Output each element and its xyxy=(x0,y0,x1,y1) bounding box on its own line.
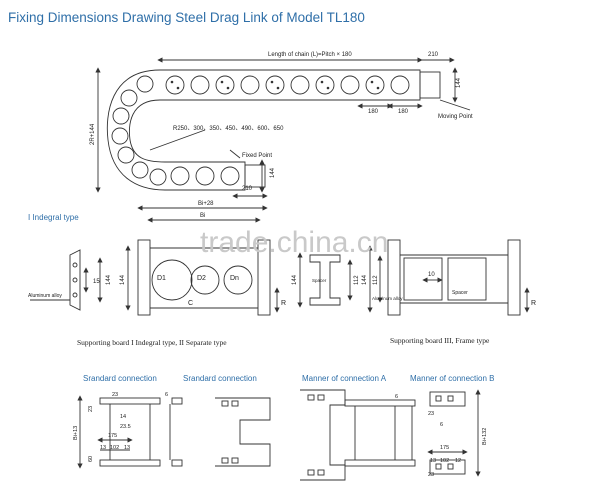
lower-links xyxy=(170,166,240,186)
type3-r: R xyxy=(531,300,536,307)
heading-standard-2: Srandard connection xyxy=(183,374,257,383)
dim-210-bottom: 210 xyxy=(242,186,253,192)
upper-links xyxy=(165,75,410,95)
type1-dim-15: 15 xyxy=(93,279,100,285)
page-title: Fixing Dimensions Drawing Steel Drag Lin… xyxy=(8,10,365,25)
type2-d1: D1 xyxy=(157,275,166,282)
type1-heading: I Indegral type xyxy=(28,213,79,222)
dim-13b: 13 xyxy=(124,445,130,451)
dim-60: 60 xyxy=(88,456,94,462)
dim-102: 102 xyxy=(110,445,119,451)
type1-aluminum-label: Aluminum alloy xyxy=(28,293,62,299)
type1-diagram: I Indegral type 15 144 Aluminum alloy xyxy=(28,213,112,311)
type2b-dim-112: 112 xyxy=(354,275,360,285)
caption-right: Supporting board III, Frame type xyxy=(390,336,490,345)
dim-180-b: 180 xyxy=(398,109,409,115)
dim-bi13: Bi+13 xyxy=(73,426,79,440)
fixed-point-label: Fixed Point xyxy=(242,153,272,159)
type2-c: C xyxy=(188,300,193,307)
dim-175: 175 xyxy=(108,433,117,439)
type2b-diagram: 144 112 Spacer xyxy=(292,252,360,308)
type2-d2: D2 xyxy=(197,275,206,282)
type3-dim-10: 10 xyxy=(428,272,435,278)
type3-diagram: 144 112 10 Spacer Aluminum alloy R xyxy=(362,239,536,316)
manner-connection-diagram: 6 23 6 175 13 102 12 Bi+132 23 xyxy=(300,389,488,481)
dim-175b: 175 xyxy=(440,445,449,451)
dim-6a: 6 xyxy=(165,392,168,398)
dim-14: 14 xyxy=(120,414,126,420)
dim-23a: 23 xyxy=(112,392,118,398)
type2-bi28: Bi+28 xyxy=(198,201,214,207)
type3-dim-144: 144 xyxy=(362,274,368,285)
dim-6b: 6 xyxy=(395,394,398,400)
moving-point-label: Moving Point xyxy=(438,114,473,120)
dim-144-top: 144 xyxy=(456,77,462,88)
dim-13c: 13 xyxy=(430,458,436,464)
heading-manner-b: Manner of connection B xyxy=(410,374,495,383)
height-label: 2R+144 xyxy=(90,123,96,145)
length-label: Length of chain (L)=Pitch × 180 xyxy=(268,52,352,58)
type2-dim-144: 144 xyxy=(120,274,126,285)
dim-13: 13 xyxy=(100,445,106,451)
dim-210-top: 210 xyxy=(428,52,439,58)
dim-23d: 23 xyxy=(428,472,434,478)
chain-labels: Length of chain (L)=Pitch × 180 210 144 … xyxy=(90,52,473,192)
type3-aluminum: Aluminum alloy xyxy=(372,296,403,301)
dim-12: 12 xyxy=(455,458,461,464)
type2-dn: Dn xyxy=(230,275,239,282)
heading-manner-a: Manner of connection A xyxy=(302,374,387,383)
chain-diagram xyxy=(95,57,471,199)
type2-r: R xyxy=(281,300,286,307)
dim-23b: 23 xyxy=(88,406,94,412)
type2b-spacer: Spacer xyxy=(312,278,327,283)
dim-144-bottom: 144 xyxy=(270,167,276,178)
dim-23-5: 23.5 xyxy=(120,424,131,430)
curve-links xyxy=(111,75,167,186)
watermark: trade.china.cn xyxy=(200,226,388,259)
dim-180-a: 180 xyxy=(368,109,379,115)
heading-standard-1: Srandard connection xyxy=(83,374,157,383)
caption-left: Supporting board I Indegral type, II Sep… xyxy=(77,338,227,347)
dim-23c: 23 xyxy=(428,411,434,417)
type2-bi: Bi xyxy=(200,213,205,219)
type1-dim-144: 144 xyxy=(106,274,112,285)
type3-spacer: Spacer xyxy=(452,290,468,296)
dim-bi132: Bi+132 xyxy=(482,428,488,445)
dim-6c: 6 xyxy=(440,422,443,428)
standard-connection-diagram: 23 23 14 23.5 175 13 102 13 60 Bi+13 6 xyxy=(73,392,271,469)
dim-102b: 102 xyxy=(440,458,449,464)
radius-label: R250、300、350、450、490、600、650 xyxy=(173,126,284,132)
type2-diagram: Bi+28 Bi 144 D1 D2 Dn C R xyxy=(120,201,286,316)
type2b-dim-144: 144 xyxy=(292,274,298,285)
type3-dim-112: 112 xyxy=(373,275,379,285)
